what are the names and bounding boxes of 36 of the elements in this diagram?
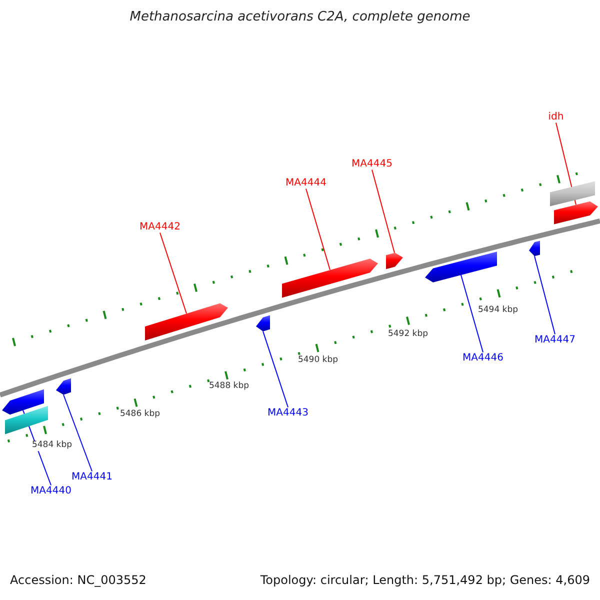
leader-line [534,256,556,335]
gene-segment [5,406,48,434]
gene-segment [145,303,228,340]
scale-label: 5494 kbp [476,306,520,316]
gene-segment [529,240,540,256]
diagram-title: Methanosarcina acetivorans C2A, complete genome [130,10,470,26]
gene-label: MA4442 [140,221,180,233]
genome-summary: Topology: circular; Length: 5,751,492 bp; Genes: 4,609 [260,574,590,588]
gene-segment [550,181,595,206]
gene-segment [282,258,378,298]
leader-line [372,169,395,254]
accession-text: Accession: NC_003552 [10,574,146,588]
gene-label: MA4440 [30,485,72,497]
scale-label: 5490 kbp [296,356,340,366]
gene-label: MA4447 [534,334,576,346]
gene-segment [2,389,44,415]
leader-line [262,330,288,408]
gene-segment [554,201,598,224]
gene-label: idh [548,111,564,123]
gene-label: MA4443 [268,407,308,419]
scale-label: 5492 kbp [386,330,430,340]
gene-label: MA4441 [72,471,112,483]
leader-line [160,232,187,314]
gene-segment [386,252,403,270]
leader-line [63,394,92,472]
gene-segment [256,315,270,332]
scale-label: 5484 kbp [30,441,74,451]
scale-label: 5488 kbp [208,382,250,392]
leader-line [460,274,484,353]
gene-label: MA4444 [286,177,326,189]
gene-segment [425,252,497,282]
gene-segment [56,378,71,395]
gene-label: MA4445 [352,158,392,170]
gene-label: MA4446 [462,352,504,364]
scale-label: 5486 kbp [118,410,162,420]
leader-line [306,188,330,270]
